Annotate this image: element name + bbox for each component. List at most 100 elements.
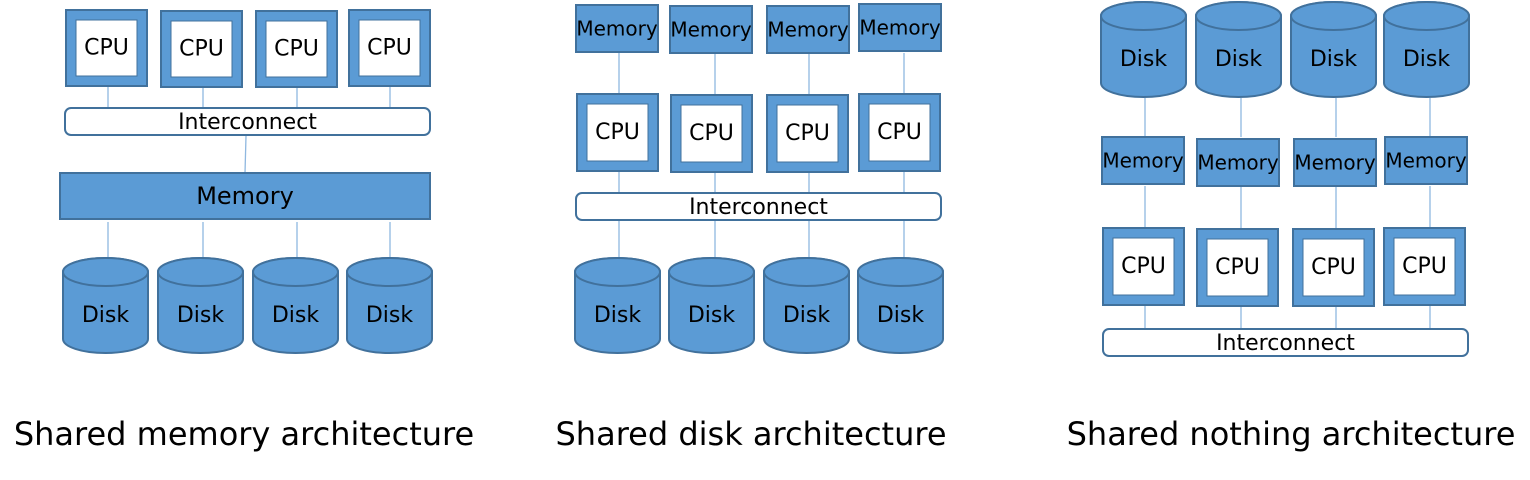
cpu-inner-box (358, 19, 421, 77)
memory-label: Memory (767, 18, 849, 42)
memory-label: Memory (1197, 151, 1279, 175)
cpu-inner-box (868, 103, 931, 162)
disk-top (763, 257, 850, 287)
memory-node: Memory (1293, 138, 1377, 187)
disk-node: Disk (1383, 1, 1470, 98)
disk-label: Disk (82, 303, 130, 328)
cpu-node: CPU (1196, 228, 1279, 307)
disk-top (157, 257, 244, 287)
disk-top (252, 257, 339, 287)
memory-label: Memory (576, 17, 658, 41)
cpu-node: CPU (1383, 227, 1466, 306)
cpu-node: CPU (858, 93, 941, 172)
cpu-label: CPU (877, 120, 922, 145)
disk-top (1195, 1, 1282, 31)
disk-node: Disk (62, 257, 149, 354)
memory-node: Memory (1196, 138, 1280, 187)
disk-node: Disk (857, 257, 944, 354)
cpu-label: CPU (1121, 254, 1166, 279)
memory-node: Memory (766, 5, 850, 54)
cpu-inner-box (1393, 237, 1456, 296)
cpu-inner-box (170, 20, 233, 78)
memory-box (59, 172, 431, 220)
disk-label: Disk (1310, 47, 1358, 72)
disk-top (1290, 1, 1377, 31)
cpu-label: CPU (1215, 255, 1260, 280)
interconnect-box (1102, 328, 1469, 357)
cpu-inner-box (680, 104, 743, 163)
disk-label: Disk (1403, 47, 1451, 72)
disk-label: Disk (366, 303, 414, 328)
disk-top (857, 257, 944, 287)
memory-box (575, 4, 659, 53)
memory-box (669, 5, 753, 54)
disk-node: Disk (1195, 1, 1282, 98)
memory-node: Memory (858, 3, 942, 52)
memory-node: Memory (59, 172, 431, 220)
memory-node: Memory (669, 5, 753, 54)
cpu-inner-box (586, 103, 649, 162)
disk-node: Disk (1100, 1, 1187, 98)
disk-top (62, 257, 149, 287)
cpu-node: CPU (65, 9, 148, 87)
cpu-node: CPU (576, 93, 659, 172)
memory-label: Memory (670, 18, 752, 42)
cpu-node: CPU (670, 94, 753, 173)
cpu-inner-box (75, 19, 138, 77)
interconnect-box (64, 107, 431, 136)
cpu-label: CPU (274, 37, 319, 62)
disk-top (1383, 1, 1470, 31)
memory-box (1101, 136, 1185, 185)
cpu-label: CPU (179, 37, 224, 62)
connector-line (244, 135, 247, 174)
cpu-inner-box (1302, 238, 1365, 297)
cpu-inner-box (1206, 238, 1269, 297)
disk-node: Disk (763, 257, 850, 354)
cpu-label: CPU (689, 121, 734, 146)
disk-label: Disk (688, 303, 736, 328)
disk-node: Disk (157, 257, 244, 354)
disk-node: Disk (668, 257, 755, 354)
memory-node: Memory (1101, 136, 1185, 185)
disk-node: Disk (252, 257, 339, 354)
interconnect-box (575, 192, 942, 221)
memory-box (1293, 138, 1377, 187)
disk-node: Disk (1290, 1, 1377, 98)
disk-label: Disk (594, 303, 642, 328)
cpu-node: CPU (1292, 228, 1375, 307)
disk-top (668, 257, 755, 287)
cpu-label: CPU (1402, 254, 1447, 279)
cpu-label: CPU (785, 121, 830, 146)
disk-label: Disk (783, 303, 831, 328)
diagram-caption: Shared nothing architecture (1067, 415, 1516, 453)
disk-label: Disk (877, 303, 925, 328)
memory-label: Memory (1385, 149, 1467, 173)
interconnect-label: Interconnect (178, 110, 317, 135)
disk-label: Disk (177, 303, 225, 328)
memory-box (766, 5, 850, 54)
memory-label: Memory (1294, 151, 1376, 175)
interconnect-bus: Interconnect (64, 107, 431, 136)
cpu-node: CPU (1102, 227, 1185, 306)
cpu-label: CPU (367, 36, 412, 61)
cpu-node: CPU (766, 94, 849, 173)
memory-label: Memory (196, 182, 294, 210)
memory-node: Memory (1384, 136, 1468, 185)
cpu-node: CPU (160, 10, 243, 88)
cpu-node: CPU (255, 10, 338, 88)
interconnect-label: Interconnect (1216, 331, 1355, 356)
disk-label: Disk (1215, 47, 1263, 72)
cpu-inner-box (776, 104, 839, 163)
disk-label: Disk (272, 303, 320, 328)
cpu-label: CPU (595, 120, 640, 145)
disk-node: Disk (574, 257, 661, 354)
cpu-inner-box (1112, 237, 1175, 296)
disk-top (574, 257, 661, 287)
memory-label: Memory (1102, 149, 1184, 173)
memory-box (1384, 136, 1468, 185)
cpu-inner-box (265, 20, 328, 78)
